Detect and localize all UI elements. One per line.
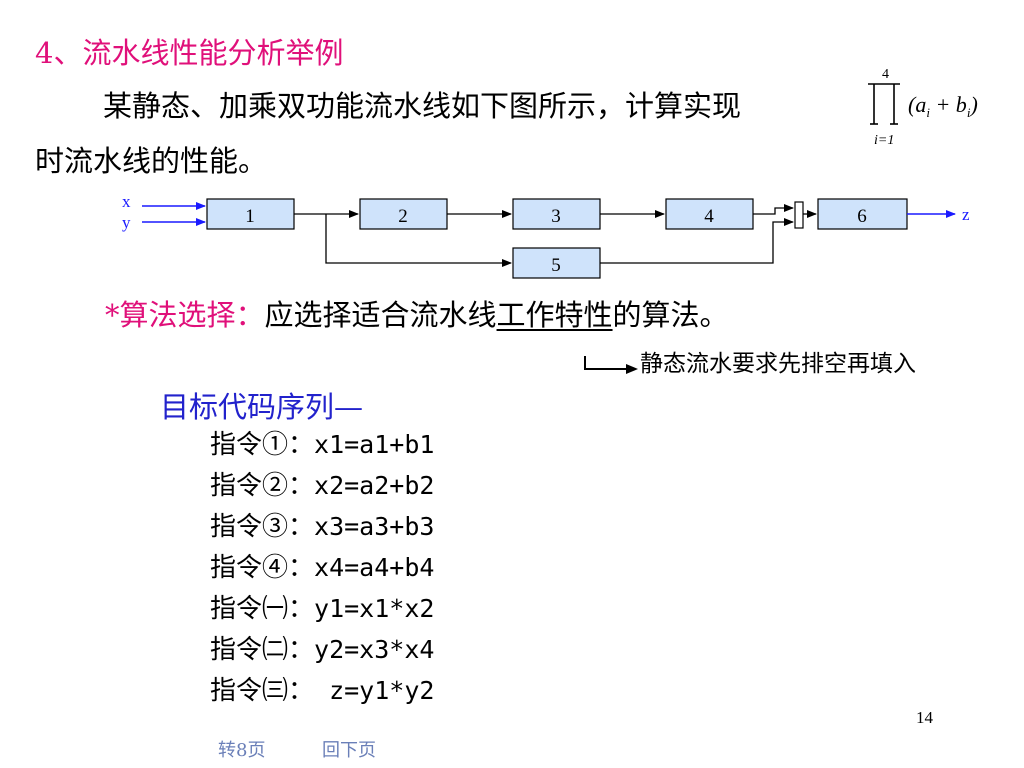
stage-6-label: 6 xyxy=(857,206,867,227)
stage-2-box: 2 xyxy=(359,198,448,230)
note-text: 静态流水要求先排空再填入 xyxy=(640,351,916,377)
instruction-7: 指令㈢： z=y1*y2 xyxy=(210,670,434,707)
instruction-1: 指令①：x1=a1+b1 xyxy=(210,424,434,461)
instruction-label: 指令①： xyxy=(210,430,315,460)
instruction-code: z=y1*y2 xyxy=(314,676,435,705)
back-next-page-link[interactable]: 回下页 xyxy=(322,740,376,761)
algorithm-line: *算法选择：应选择适合流水线工作特性的算法。 xyxy=(105,292,729,334)
product-formula: 4 i=1 (ai + bi) xyxy=(868,67,978,148)
intro-line-1: 某静态、加乘双功能流水线如下图所示，计算实现 xyxy=(103,89,742,123)
instruction-label: 指令④： xyxy=(210,553,315,583)
arrow-1-to-5 xyxy=(325,214,512,267)
stage-5-box: 5 xyxy=(512,247,601,279)
stage-3-label: 3 xyxy=(551,206,561,227)
instruction-label: 指令③： xyxy=(210,512,315,542)
stage-2-label: 2 xyxy=(398,206,408,227)
target-code-title: 目标代码序列— xyxy=(160,390,364,424)
instruction-4: 指令④：x4=a4+b4 xyxy=(210,547,434,584)
pipeline-diagram: x y 1 2 3 4 5 6 xyxy=(122,192,970,279)
stage-5-label: 5 xyxy=(551,255,561,276)
instruction-code: x1=a1+b1 xyxy=(314,430,435,459)
algorithm-label: *算法选择： xyxy=(105,298,265,332)
note-arrow-icon xyxy=(584,356,638,374)
output-z-label: z xyxy=(962,205,970,224)
formula-upper-limit: 4 xyxy=(882,67,889,82)
goto-page-8-link[interactable]: 转8页 xyxy=(218,740,266,761)
formula-sub-b: i xyxy=(967,105,971,120)
stage-1-label: 1 xyxy=(245,206,255,227)
stage-3-box: 3 xyxy=(512,198,601,230)
formula-close: ) xyxy=(968,92,977,117)
product-symbol xyxy=(868,83,900,125)
arrow-4-to-mux xyxy=(753,204,794,215)
algorithm-text-before: 应选择适合流水线 xyxy=(264,298,497,332)
stage-6-box: 6 xyxy=(817,198,908,230)
instruction-label: 指令②： xyxy=(210,471,315,501)
formula-open: (a xyxy=(908,92,926,117)
instruction-code: x4=a4+b4 xyxy=(314,553,435,582)
slide-heading: 4、流水线性能分析举例 xyxy=(35,36,344,70)
intro-line-2: 时流水线的性能。 xyxy=(35,144,268,178)
instruction-code: y1=x1*x2 xyxy=(314,594,435,623)
page-number: 14 xyxy=(916,708,933,727)
multiplexer xyxy=(794,201,804,229)
stage-4-label: 4 xyxy=(704,206,714,227)
svg-text:(ai + bi): (ai + bi) xyxy=(908,92,978,120)
input-x-label: x xyxy=(122,192,131,211)
instruction-code: x2=a2+b2 xyxy=(314,471,435,500)
formula-lower-limit: i=1 xyxy=(874,133,894,148)
static-pipeline-note: 静态流水要求先排空再填入 xyxy=(582,344,916,378)
instruction-6: 指令㈡：y2=x3*x4 xyxy=(210,629,434,666)
instruction-label: 指令㈢： xyxy=(210,676,315,706)
formula-plus-b: + b xyxy=(930,92,967,117)
arrow-5-to-mux xyxy=(600,218,794,264)
instruction-code: x3=a3+b3 xyxy=(314,512,435,541)
instruction-3: 指令③：x3=a3+b3 xyxy=(210,506,434,543)
instruction-label: 指令㈡： xyxy=(210,635,315,665)
algorithm-underlined: 工作特性 xyxy=(496,298,613,332)
stage-4-box: 4 xyxy=(665,198,754,230)
formula-sub-a: i xyxy=(926,105,930,120)
instruction-code: y2=x3*x4 xyxy=(314,635,435,664)
instruction-5: 指令㈠：y1=x1*x2 xyxy=(210,588,434,625)
instruction-label: 指令㈠： xyxy=(210,594,315,624)
algorithm-text-after: 的算法。 xyxy=(612,298,729,332)
instruction-2: 指令②：x2=a2+b2 xyxy=(210,465,434,502)
stage-1-box: 1 xyxy=(206,198,295,230)
input-y-label: y xyxy=(122,213,131,232)
